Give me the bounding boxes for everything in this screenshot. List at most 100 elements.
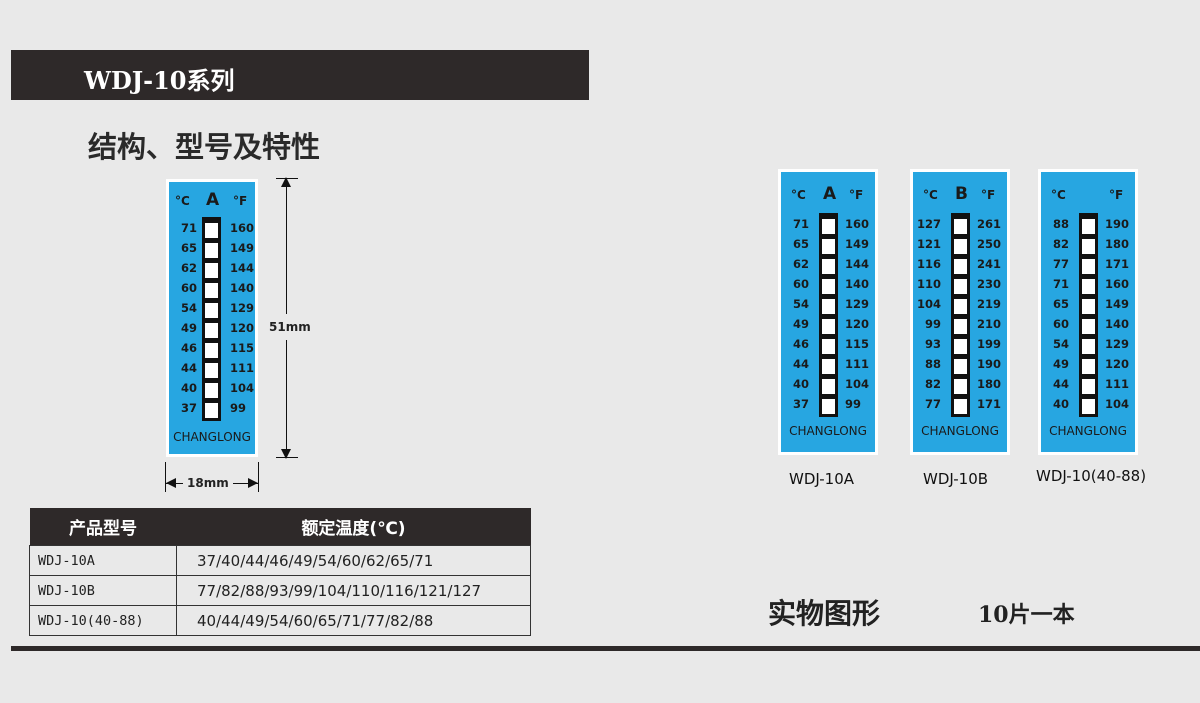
- celsius-value: 110: [916, 277, 941, 291]
- indicator-box: [202, 260, 221, 281]
- unit-celsius: °C: [1051, 188, 1066, 202]
- indicator-box: [951, 256, 970, 277]
- indicator-box: [202, 240, 221, 261]
- table-row: WDJ-10A 37/40/44/46/49/54/60/62/65/71: [29, 545, 531, 576]
- celsius-value: 54: [792, 297, 809, 311]
- indicator-box: [819, 376, 838, 397]
- fahrenheit-value: 171: [1105, 257, 1130, 271]
- brand-label: CHANGLONG: [921, 424, 999, 438]
- celsius-value: 82: [924, 377, 941, 391]
- fahrenheit-value: 149: [230, 241, 255, 255]
- indicator-box: [819, 296, 838, 317]
- celsius-value: 54: [180, 301, 197, 315]
- celsius-value: 40: [1052, 397, 1069, 411]
- model-cell: WDJ-10(40-88): [29, 605, 177, 636]
- height-label: 51mm: [269, 314, 311, 340]
- fahrenheit-value: 120: [845, 317, 870, 331]
- indicator-box: [951, 356, 970, 377]
- fahrenheit-value: 210: [977, 317, 1002, 331]
- indicator-box: [819, 276, 838, 297]
- celsius-value: 60: [180, 281, 197, 295]
- fahrenheit-value: 160: [230, 221, 255, 235]
- fahrenheit-value: 115: [845, 337, 870, 351]
- unit-fahrenheit: °F: [981, 188, 996, 202]
- model-cell: WDJ-10A: [29, 545, 177, 576]
- celsius-value: 60: [1052, 317, 1069, 331]
- celsius-value: 37: [792, 397, 809, 411]
- celsius-value: 99: [924, 317, 941, 331]
- dimension-tick: [276, 178, 298, 179]
- indicator-box: [819, 336, 838, 357]
- indicator-box: [202, 380, 221, 401]
- column-header-temps: 额定温度(℃): [176, 508, 531, 546]
- celsius-value: 40: [180, 381, 197, 395]
- fahrenheit-value: 129: [845, 297, 870, 311]
- unit-celsius: °C: [175, 194, 190, 208]
- indicator-box: [1079, 276, 1098, 297]
- arrow-left-icon: [166, 478, 176, 488]
- fahrenheit-value: 144: [230, 261, 255, 275]
- celsius-value: 88: [924, 357, 941, 371]
- indicator-box: [202, 340, 221, 361]
- table-header-row: 产品型号 额定温度(℃): [29, 508, 531, 546]
- fahrenheit-value: 99: [230, 401, 247, 415]
- fahrenheit-value: 149: [845, 237, 870, 251]
- fahrenheit-value: 115: [230, 341, 255, 355]
- fahrenheit-value: 171: [977, 397, 1002, 411]
- brand-label: CHANGLONG: [173, 430, 251, 444]
- celsius-value: 65: [1052, 297, 1069, 311]
- celsius-value: 127: [916, 217, 941, 231]
- brand-label: CHANGLONG: [789, 424, 867, 438]
- fahrenheit-value: 250: [977, 237, 1002, 251]
- section-title: 结构、型号及特性: [88, 130, 321, 164]
- indicator-box: [1079, 396, 1098, 417]
- caption-wdj-10-40-88: WDJ-10(40-88): [1036, 467, 1147, 485]
- fahrenheit-value: 230: [977, 277, 1002, 291]
- indicator-box: [819, 236, 838, 257]
- indicator-box: [951, 376, 970, 397]
- temps-cell: 37/40/44/46/49/54/60/62/65/71: [176, 545, 531, 576]
- indicator-box: [202, 300, 221, 321]
- fahrenheit-value: 140: [230, 281, 255, 295]
- dimension-tick: [165, 462, 166, 492]
- indicator-box: [202, 320, 221, 341]
- indicator-box: [951, 236, 970, 257]
- fahrenheit-value: 160: [845, 217, 870, 231]
- fahrenheit-value: 219: [977, 297, 1002, 311]
- celsius-value: 44: [1052, 377, 1069, 391]
- indicator-box: [951, 396, 970, 417]
- fahrenheit-value: 120: [230, 321, 255, 335]
- temps-cell: 77/82/88/93/99/104/110/116/121/127: [176, 575, 531, 606]
- fahrenheit-value: 99: [845, 397, 862, 411]
- dimension-tick: [276, 457, 298, 458]
- fahrenheit-value: 241: [977, 257, 1002, 271]
- strip-letter: B: [955, 184, 968, 204]
- unit-celsius: °C: [923, 188, 938, 202]
- fahrenheit-value: 104: [230, 381, 255, 395]
- brand-label: CHANGLONG: [1049, 424, 1127, 438]
- arrow-right-icon: [248, 478, 258, 488]
- celsius-value: 62: [792, 257, 809, 271]
- celsius-value: 71: [1052, 277, 1069, 291]
- fahrenheit-value: 140: [1105, 317, 1130, 331]
- celsius-value: 77: [1052, 257, 1069, 271]
- celsius-value: 93: [924, 337, 941, 351]
- dimension-tick: [258, 462, 259, 492]
- fahrenheit-value: 261: [977, 217, 1002, 231]
- spec-table: 产品型号 额定温度(℃) WDJ-10A 37/40/44/46/49/54/6…: [29, 508, 531, 636]
- celsius-value: 37: [180, 401, 197, 415]
- table-row: WDJ-10(40-88) 40/44/49/54/60/65/71/77/82…: [29, 605, 531, 636]
- indicator-box: [819, 396, 838, 417]
- model-cell: WDJ-10B: [29, 575, 177, 606]
- unit-fahrenheit: °F: [233, 194, 248, 208]
- celsius-value: 88: [1052, 217, 1069, 231]
- indicator-box: [1079, 376, 1098, 397]
- fahrenheit-value: 111: [1105, 377, 1130, 391]
- fahrenheit-value: 149: [1105, 297, 1130, 311]
- fahrenheit-value: 190: [977, 357, 1002, 371]
- celsius-value: 71: [180, 221, 197, 235]
